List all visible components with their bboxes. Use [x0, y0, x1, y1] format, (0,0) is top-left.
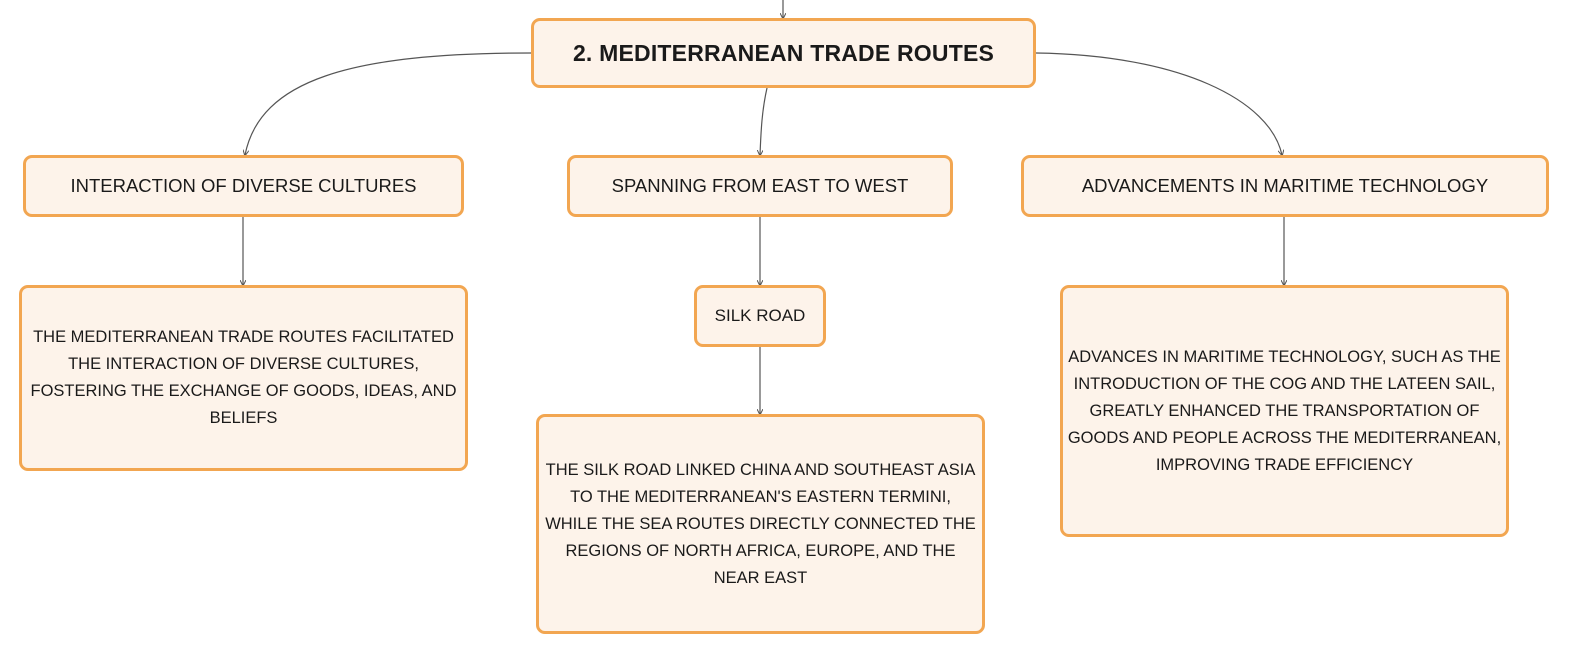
root-node-label: 2. MEDITERRANEAN TRADE ROUTES: [572, 39, 995, 66]
advancements-detail-node[interactable]: ADVANCES IN MARITIME TECHNOLOGY, SUCH AS…: [1060, 285, 1509, 537]
connector-root-to-spanning: [760, 87, 768, 155]
interaction-node[interactable]: INTERACTION OF DIVERSE CULTURES: [23, 155, 464, 217]
interaction-detail-node[interactable]: THE MEDITERRANEAN TRADE ROUTES FACILITAT…: [19, 285, 468, 471]
spanning-node[interactable]: SPANNING FROM EAST TO WEST: [567, 155, 953, 217]
advancements-detail-text: ADVANCES IN MARITIME TECHNOLOGY, SUCH AS…: [1067, 347, 1502, 474]
connector-root-to-interaction: [245, 52, 532, 155]
silk-road-detail-node[interactable]: THE SILK ROAD LINKED CHINA AND SOUTHEAST…: [536, 414, 985, 634]
silk-road-node[interactable]: SILK ROAD: [694, 285, 826, 347]
interaction-node-label: INTERACTION OF DIVERSE CULTURES: [70, 175, 417, 196]
silk-road-node-label: SILK ROAD: [714, 306, 806, 325]
spanning-node-label: SPANNING FROM EAST TO WEST: [611, 175, 909, 196]
silk-road-detail-text: THE SILK ROAD LINKED CHINA AND SOUTHEAST…: [545, 460, 976, 587]
root-node[interactable]: 2. MEDITERRANEAN TRADE ROUTES: [531, 18, 1036, 88]
advancements-node[interactable]: ADVANCEMENTS IN MARITIME TECHNOLOGY: [1021, 155, 1549, 217]
interaction-detail-text: THE MEDITERRANEAN TRADE ROUTES FACILITAT…: [30, 328, 457, 427]
advancements-node-label: ADVANCEMENTS IN MARITIME TECHNOLOGY: [1081, 175, 1489, 196]
connector-root-to-advancements: [1035, 52, 1282, 155]
